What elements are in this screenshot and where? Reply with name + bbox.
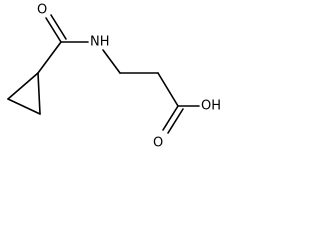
acid-carbonyl-double-bond xyxy=(162,105,184,134)
methylene-to-acid-bond xyxy=(157,72,179,107)
atom-label-hydroxyl: OH xyxy=(201,99,221,114)
ring-bond xyxy=(37,72,41,115)
ring-bond xyxy=(7,98,41,115)
atom-label-carbonyl-oxygen: O xyxy=(37,3,47,18)
double-bond-line xyxy=(167,108,184,134)
amide-carbonyl-double-bond xyxy=(45,14,67,43)
nitrogen-to-methylene-bond xyxy=(102,49,121,74)
double-bond-line xyxy=(45,17,62,43)
ring-to-carbonyl-bond xyxy=(37,41,62,74)
atom-label-amide-nitrogen: NH xyxy=(90,35,110,50)
cyclopropyl-ring xyxy=(7,72,41,115)
chemical-structure-diagram: O NH OH O xyxy=(7,3,221,151)
double-bond-line xyxy=(50,14,67,40)
atom-label-acid-carbonyl-oxygen: O xyxy=(153,136,163,151)
double-bond-line xyxy=(162,105,179,131)
ring-bond xyxy=(7,72,39,100)
